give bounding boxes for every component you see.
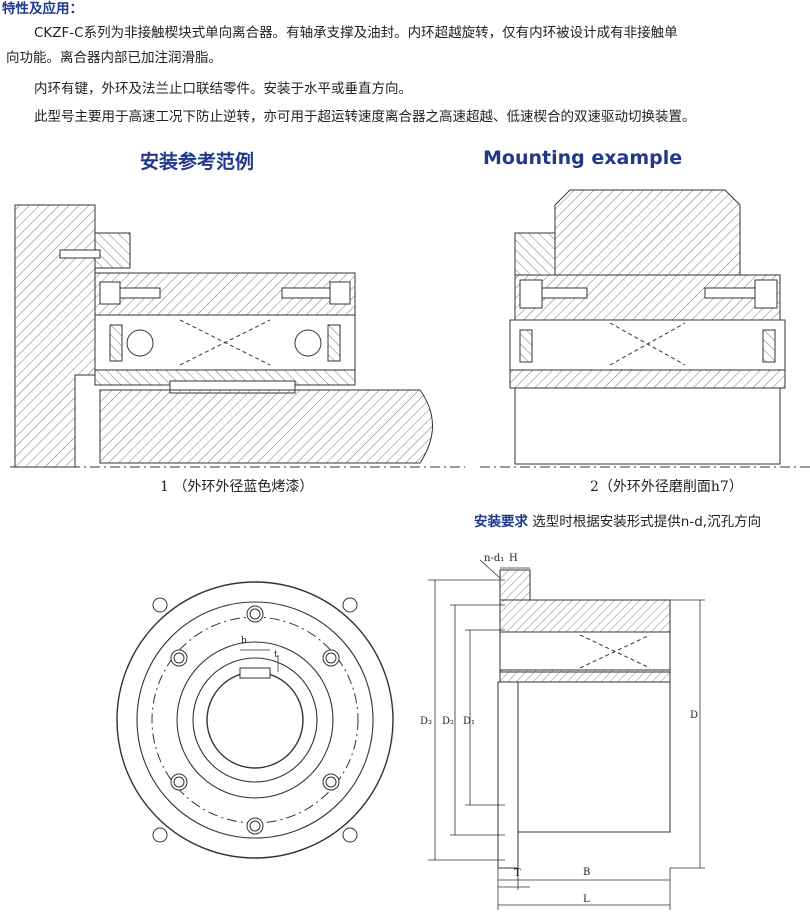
dimension-D-label: D bbox=[690, 710, 699, 721]
dimension-D2-label: D₂ bbox=[442, 716, 455, 727]
dimension-L-label: L bbox=[583, 894, 590, 905]
mounting-title-en: Mounting example bbox=[483, 147, 683, 169]
requirement-label: 安装要求 bbox=[474, 514, 528, 530]
dimension-D3-label: D₃ bbox=[420, 716, 433, 727]
mounting-title-cn: 安装参考范例 bbox=[140, 151, 255, 173]
figure-2-caption: 2（外环外径磨削面h7） bbox=[590, 479, 743, 495]
figure-1-caption: 1 （外环外径蓝色烤漆） bbox=[160, 479, 314, 495]
keyway-depth-label: t bbox=[274, 650, 278, 660]
front-view-drawing bbox=[116, 581, 394, 859]
mounting-example-2-drawing bbox=[480, 189, 810, 468]
n-d1-label: n-d₁ bbox=[484, 553, 505, 564]
side-section-drawing bbox=[428, 559, 705, 910]
requirement-text: 选型时根据安装形式提供n-d,沉孔方向 bbox=[528, 514, 762, 530]
dimension-T-label: T bbox=[514, 868, 521, 879]
features-heading: 特性及应用： bbox=[2, 1, 83, 17]
dimension-D1-label: D₁ bbox=[463, 716, 476, 727]
mounting-example-1-drawing bbox=[10, 204, 465, 468]
dimension-H-label: H bbox=[509, 553, 518, 564]
paragraph-1-cont: 向功能。离合器内部已加注润滑脂。 bbox=[6, 50, 222, 66]
dimension-B-label: B bbox=[583, 867, 591, 878]
keyway-width-label: b bbox=[241, 636, 247, 646]
paragraph-2: 内环有键，外环及法兰止口联结零件。安装于水平或垂直方向。 bbox=[34, 81, 412, 97]
paragraph-3: 此型号主要用于高速工况下防止逆转，亦可用于超运转速度离合器之高速超越、低速楔合的… bbox=[34, 109, 696, 125]
paragraph-1: CKZF-C系列为非接触楔块式单向离合器。有轴承支撑及油封。内环超越旋转，仅有内… bbox=[34, 25, 678, 41]
installation-requirement: 安装要求 选型时根据安装形式提供n-d,沉孔方向 bbox=[474, 510, 761, 530]
